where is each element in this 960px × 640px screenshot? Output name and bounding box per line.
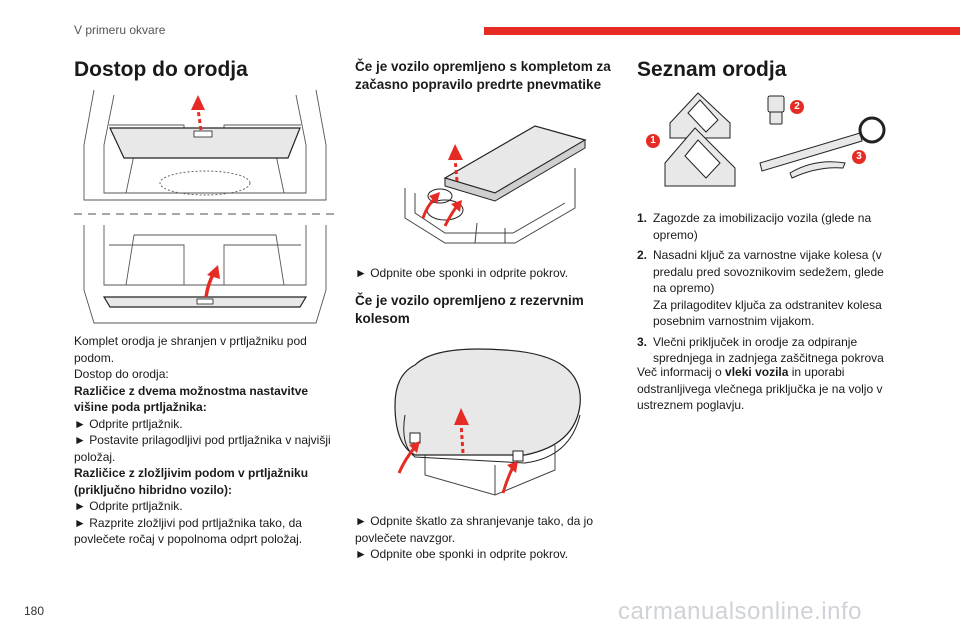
repair-kit-illustration [404, 125, 587, 244]
variant-heading: (priključno hibridno vozilo): [74, 482, 232, 497]
list-item: 1. Zagozde za imobilizacijo vozila (gled… [637, 210, 897, 243]
tool-access-text: Komplet orodja je shranjen v prtljažniku… [74, 333, 344, 548]
step-line: ► Razprite zložljivi pod prtljažnika tak… [74, 515, 302, 530]
step-line: ► Odprite prtljažnik. [74, 499, 183, 513]
step-line: povlečete navzgor. [355, 530, 456, 545]
item-line: predalu pred sovoznikovim sedežem, glede [653, 264, 884, 279]
item-line: sprednjega in zadnjega zaščitnega pokrov… [653, 351, 884, 365]
item-line: Zagozde za imobilizacijo vozila (glede n… [653, 211, 872, 225]
info-pre: Več informacij o [637, 365, 726, 379]
body-line: podom. [74, 350, 115, 365]
page-number: 180 [24, 604, 45, 618]
body-line: Komplet orodja je shranjen v prtljažniku… [74, 334, 307, 348]
repair-kit-step: ► Odpnite obe sponki in odprite pokrov. [355, 266, 569, 280]
spare-wheel-box-illustration [394, 348, 581, 496]
body-line: Dostop do orodja: [74, 367, 169, 381]
info-line: ustreznem poglavju. [637, 398, 745, 412]
item-line: opremo) [653, 227, 698, 242]
step-line: položaj. [74, 449, 116, 464]
item-line: Za prilagoditev ključa za odstranitev ko… [653, 297, 882, 312]
step-line: ► Odpnite obe sponki in odprite pokrov. [355, 547, 569, 561]
variant-heading: Različice z dvema možnostma nastavitve [74, 383, 309, 398]
item-line: Nasadni ključ za varnostne vijake kolesa… [653, 248, 882, 262]
tool-list: 1. Zagozde za imobilizacijo vozila (gled… [637, 210, 897, 371]
callout-badge-1: 1 [646, 134, 660, 148]
step-line: povlečete ročaj v popolnoma odprt položa… [74, 532, 303, 546]
step-line: ► Odpnite škatlo za shranjevanje tako, d… [355, 514, 594, 528]
variant-heading: višine poda prtljažnika: [74, 400, 207, 414]
callout-badge-2: 2 [790, 100, 804, 114]
watermark: carmanualsonline.info [618, 598, 862, 625]
item-line: na opremo) [653, 281, 715, 295]
section-title-tool-access: Dostop do orodja [74, 58, 248, 81]
section-title-tool-list: Seznam orodja [637, 58, 787, 81]
heading-repair-kit: Če je vozilo opremljeno s kompletom za z… [355, 59, 611, 92]
callout-badge-3: 3 [852, 150, 866, 164]
item-line: Vlečni priključek in orodje za odpiranje [653, 334, 858, 349]
more-info-text: Več informacij o vleki vozila in uporabi… [637, 364, 907, 414]
towing-link-text: vleki vozila [725, 365, 789, 379]
step-line: ► Odprite prtljažnik. [74, 416, 183, 431]
info-post: in uporabi [788, 365, 845, 379]
item-number: 3. [637, 334, 648, 349]
header-section-label: V primeru okvare [74, 23, 166, 37]
tool-kit-illustration: 1 2 3 [640, 88, 900, 198]
variant-heading: Različice z zložljivim podom v prtljažni… [74, 466, 309, 480]
list-item: 3. Vlečni priključek in orodje za odpira… [637, 334, 897, 367]
list-item: 2. Nasadni ključ za varnostne vijake kol… [637, 247, 897, 330]
item-line: posebnim varnostnim vijakom. [653, 314, 815, 328]
item-number: 1. [637, 211, 648, 225]
info-line: odstranljivega vlečnega priključka je na… [637, 381, 883, 396]
step-line: ► Postavite prilagodljivi pod prtljažnik… [74, 433, 331, 447]
info-line: Več informacij o vleki vozila in uporabi [637, 364, 907, 381]
spare-wheel-steps: ► Odpnite škatlo za shranjevanje tako, d… [355, 513, 625, 563]
item-number: 2. [637, 248, 648, 262]
heading-spare-wheel: Če je vozilo opremljeno z rezervnim kole… [355, 293, 584, 326]
trunk-illustration [74, 89, 336, 324]
header-accent-bar [484, 27, 960, 35]
